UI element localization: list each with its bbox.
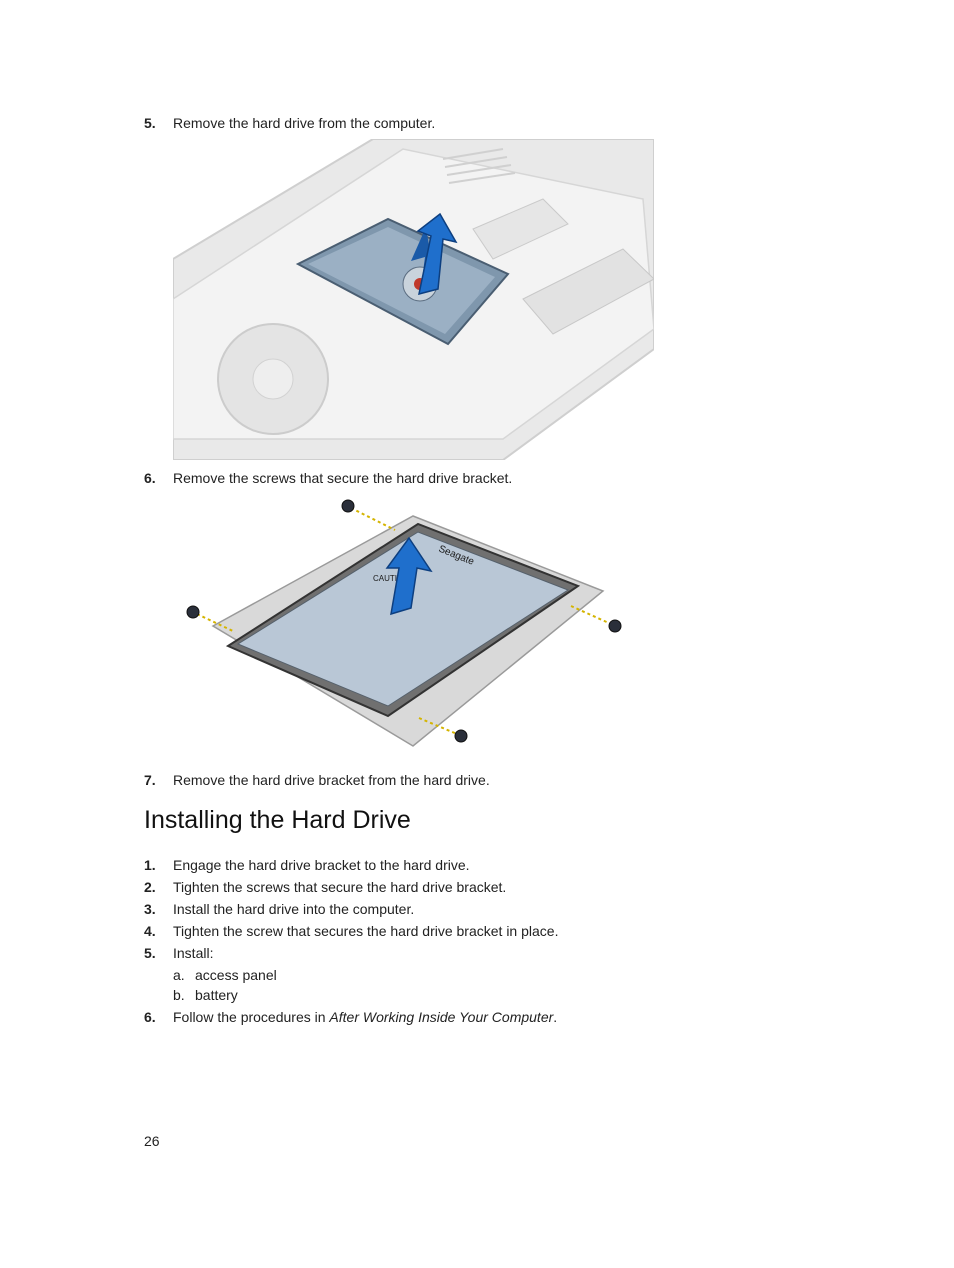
- step-text: Install:: [173, 945, 214, 961]
- step-text-after: .: [553, 1009, 558, 1025]
- step-text-reference: After Working Inside Your Computer: [329, 1009, 554, 1025]
- step-number: 2.: [144, 879, 156, 895]
- substep-letter: a.: [173, 967, 185, 983]
- step-text: Remove the screws that secure the hard d…: [173, 470, 513, 486]
- step-number: 5.: [144, 945, 156, 961]
- step-text: Tighten the screws that secure the hard …: [173, 879, 507, 895]
- step-text: Follow the procedures in After Working I…: [173, 1008, 557, 1026]
- substep-letter: b.: [173, 987, 185, 1003]
- drive-caution-label: CAUTION: [373, 574, 409, 583]
- step-text: Tighten the screw that secures the hard …: [173, 923, 559, 939]
- substep-text: battery: [195, 987, 238, 1003]
- step-number: 7.: [144, 772, 156, 788]
- install-substep-a: a. access panel: [173, 966, 277, 984]
- step-text: Engage the hard drive bracket to the har…: [173, 857, 470, 873]
- step-number: 6.: [144, 470, 156, 486]
- figure-remove-hard-drive: [173, 139, 654, 460]
- step-number: 1.: [144, 857, 156, 873]
- step-text: Remove the hard drive from the computer.: [173, 115, 436, 131]
- figure-remove-bracket-screws: Seagate CAUTION: [173, 496, 654, 760]
- substep-text: access panel: [195, 967, 277, 983]
- step-number: 6.: [144, 1009, 156, 1025]
- step-text: Remove the hard drive bracket from the h…: [173, 772, 490, 788]
- page-number: 26: [144, 1133, 160, 1149]
- step-number: 5.: [144, 115, 156, 131]
- step-text: Install the hard drive into the computer…: [173, 901, 415, 917]
- step-number: 4.: [144, 923, 156, 939]
- step-text-before: Follow the procedures in: [173, 1009, 330, 1025]
- section-heading: Installing the Hard Drive: [144, 806, 411, 834]
- install-substep-b: b. battery: [173, 986, 238, 1004]
- step-number: 3.: [144, 901, 156, 917]
